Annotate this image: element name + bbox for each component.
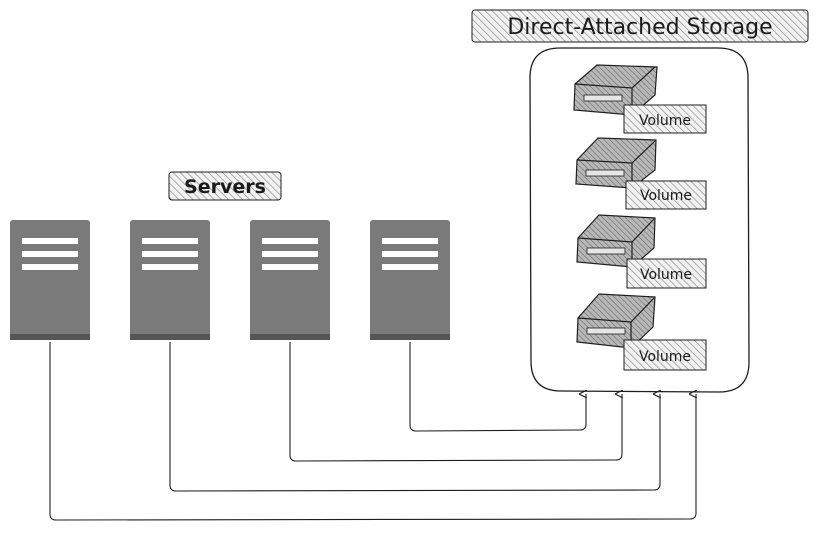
volume-label-4: Volume <box>623 339 707 371</box>
volume-label-3: Volume <box>626 258 707 289</box>
volume-label-1: Volume <box>623 104 707 134</box>
disk-4 <box>576 293 656 349</box>
disk-2 <box>575 137 657 189</box>
connector-server-2 <box>169 342 660 492</box>
volume-text: Volume <box>639 349 691 365</box>
server-4 <box>370 220 450 340</box>
storage-enclosure <box>529 47 750 393</box>
volume-text: Volume <box>639 113 691 129</box>
volume-text: Volume <box>640 267 692 283</box>
connector-server-1 <box>49 342 696 521</box>
connector-server-3 <box>289 342 622 462</box>
disk-3 <box>576 214 656 268</box>
volume-label-2: Volume <box>625 180 707 210</box>
server-3 <box>250 220 330 340</box>
disk-1 <box>573 64 658 116</box>
server-1 <box>10 220 90 340</box>
storage-title: Direct-Attached Storage <box>507 15 772 40</box>
server-2 <box>130 220 210 340</box>
servers-title-label: Servers <box>168 171 282 201</box>
servers-title: Servers <box>184 176 266 198</box>
volume-text: Volume <box>640 188 692 204</box>
storage-title-label: Direct-Attached Storage <box>471 9 809 43</box>
connector-server-4 <box>409 342 586 432</box>
